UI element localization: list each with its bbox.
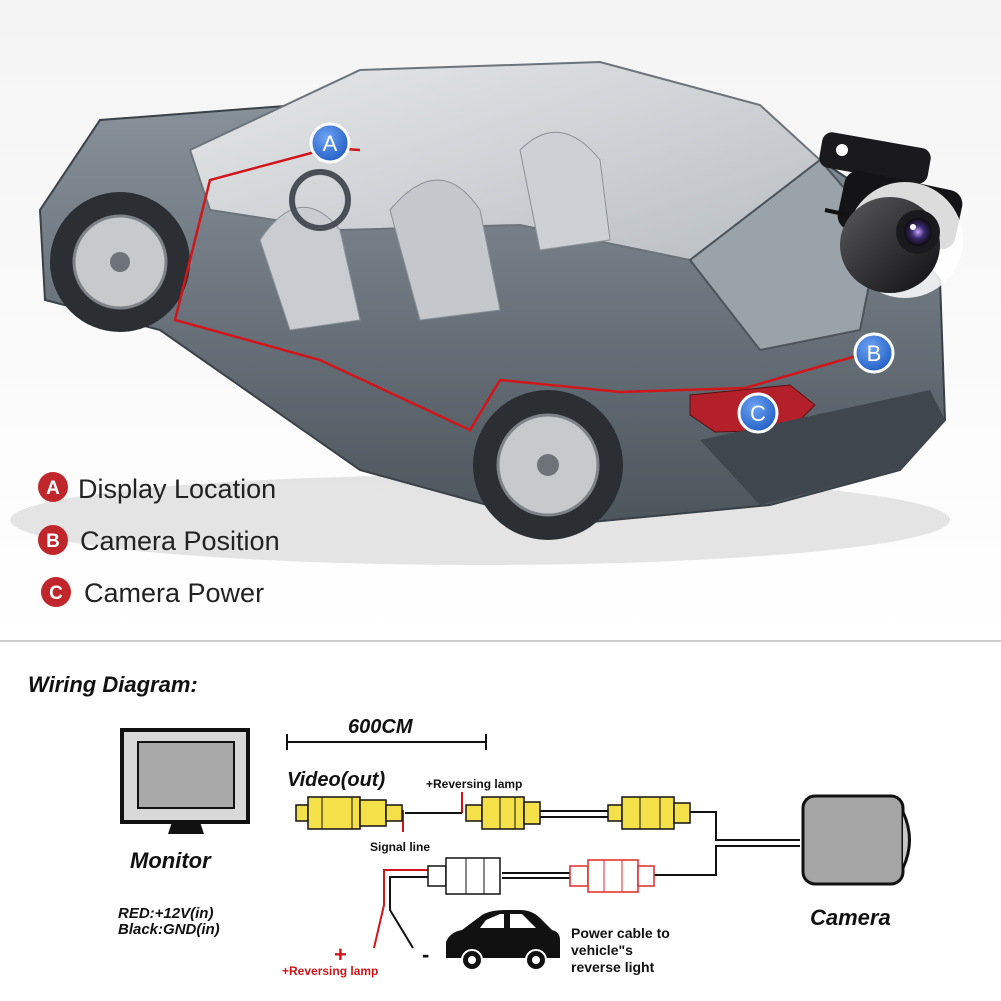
reversing-lamp-bottom-label: +Reversing lamp	[282, 964, 378, 978]
marker-c: C	[737, 392, 779, 434]
video-rca-plug-camera	[607, 796, 691, 830]
power-red-wire	[373, 869, 428, 949]
video-out-label: Video(out)	[287, 769, 385, 791]
legend: A Display Location B Camera Position C C…	[38, 472, 280, 608]
wiring-diagram-title: Wiring Diagram:	[28, 672, 198, 697]
power-plug-red	[569, 859, 655, 893]
minus-sign: -	[422, 942, 429, 967]
power-plug-black	[427, 857, 501, 895]
marker-a: A	[309, 122, 351, 164]
legend-badge-b: B	[46, 531, 60, 552]
marker-b-letter: B	[867, 341, 882, 366]
monitor-label: Monitor	[130, 848, 212, 873]
length-label: 600CM	[348, 716, 414, 738]
power-cable-label-line-2: vehicle"s	[571, 942, 633, 958]
power-cable-label-line-1: Power cable to	[571, 925, 670, 941]
legend-item-a: A Display Location	[38, 472, 276, 504]
power-cable	[389, 845, 800, 949]
car-illustration	[10, 60, 950, 565]
video-rca-plug-extension	[465, 796, 541, 830]
marker-b: B	[853, 332, 895, 374]
plus-sign: +	[334, 942, 347, 967]
signal-line-label: Signal line	[370, 840, 430, 854]
legend-item-c: C Camera Power	[41, 577, 264, 608]
power-red-label: RED:+12V(in)	[118, 905, 213, 922]
car-silhouette-icon	[446, 910, 560, 971]
length-ruler	[286, 734, 487, 750]
video-rca-plug-monitor	[295, 796, 403, 830]
monitor-icon	[120, 728, 250, 834]
power-cable-label-line-3: reverse light	[571, 959, 655, 975]
legend-item-b: B Camera Position	[38, 525, 280, 556]
legend-label-b: Camera Position	[80, 526, 280, 556]
power-black-label: Black:GND(in)	[118, 921, 220, 938]
video-cable	[405, 810, 800, 841]
legend-badge-c: C	[49, 583, 63, 604]
camera-unit-icon	[801, 794, 911, 886]
legend-label-a: Display Location	[78, 474, 276, 504]
marker-a-letter: A	[323, 131, 338, 156]
camera-product-image	[819, 132, 963, 298]
camera-label: Camera	[810, 905, 891, 930]
legend-badge-a: A	[46, 478, 60, 499]
marker-c-letter: C	[750, 401, 766, 426]
legend-label-c: Camera Power	[84, 578, 264, 608]
reversing-lamp-top-label: +Reversing lamp	[426, 777, 522, 791]
